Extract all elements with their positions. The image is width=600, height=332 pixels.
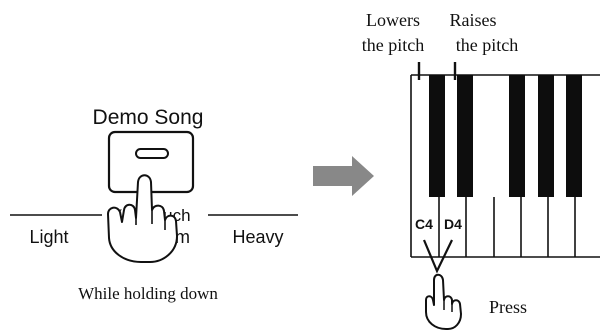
- raises-pitch-line1: Raises: [450, 10, 497, 30]
- arrow-right-icon: [313, 156, 374, 196]
- lowers-pitch-line2: the pitch: [362, 35, 424, 55]
- press-pointer: [422, 239, 453, 274]
- pointing-hand-icon: [425, 273, 462, 330]
- black-key[interactable]: [509, 75, 525, 197]
- key-d4-label: D4: [444, 216, 462, 232]
- black-key[interactable]: [429, 75, 445, 197]
- black-key[interactable]: [457, 75, 473, 197]
- raises-pitch-line2: the pitch: [456, 35, 518, 55]
- light-label: Light: [29, 227, 68, 247]
- while-holding-caption: While holding down: [78, 284, 218, 303]
- lowers-pitch-line1: Lowers: [366, 10, 420, 30]
- right-panel: Lowers the pitch Raises the pitch: [362, 10, 600, 330]
- piano-keyboard: C4 D4: [410, 62, 600, 258]
- black-key[interactable]: [538, 75, 554, 197]
- left-panel: Demo Song Key Touch Light Medium Heavy W…: [10, 106, 298, 303]
- black-key[interactable]: [566, 75, 582, 197]
- demo-song-title: Demo Song: [93, 106, 204, 129]
- pointing-hand-icon: [107, 174, 178, 263]
- heavy-label: Heavy: [232, 227, 283, 247]
- press-label: Press: [489, 297, 527, 317]
- key-c4-label: C4: [415, 216, 433, 232]
- black-keys: [429, 75, 582, 197]
- demo-button-icon[interactable]: [107, 130, 195, 194]
